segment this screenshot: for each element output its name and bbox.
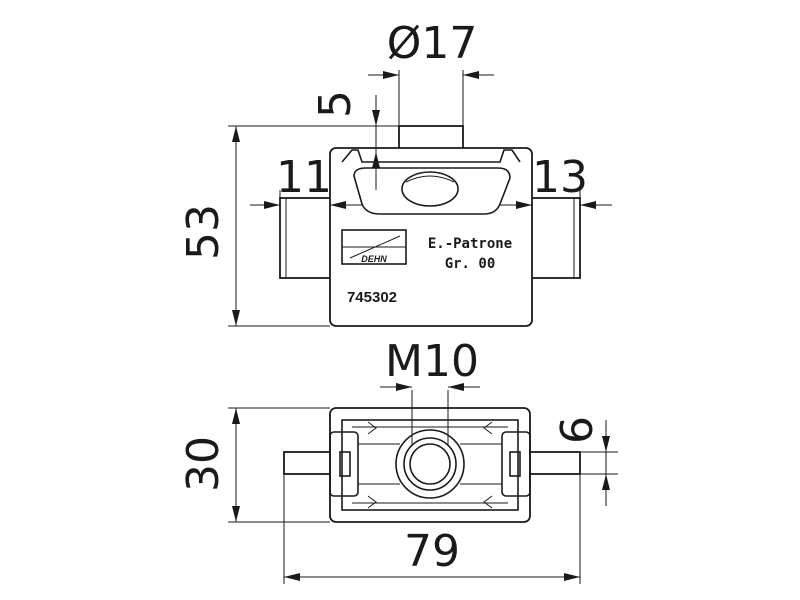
bottom-inner [341, 419, 519, 511]
dim-bottom-height: 30 [178, 407, 330, 523]
dim-total-length-text: 79 [404, 526, 460, 577]
right-end-cap [501, 431, 531, 497]
bottom-body [329, 407, 531, 523]
dim-total-height: 53 [178, 125, 399, 327]
dim-top-height-text: 5 [310, 90, 361, 118]
indicator-window [401, 171, 459, 207]
dim-diameter: Ø17 [368, 18, 494, 126]
fuse-label-line2: Gr. 00 [445, 256, 496, 272]
dim-right-width: 13 [500, 152, 612, 209]
fuse-label-line1: E.-Patrone [428, 236, 512, 252]
dim-total-length: 79 [283, 474, 581, 584]
brand-logo: DEHN [341, 229, 407, 265]
dim-right-width-text: 13 [532, 152, 588, 203]
logo-text: DEHN [361, 254, 387, 264]
top-groove [341, 149, 521, 163]
dim-left-width-text: 11 [276, 152, 332, 203]
left-slot [339, 451, 351, 477]
dim-bottom-height-text: 30 [178, 436, 229, 492]
dim-pin-diameter: 6 [552, 416, 618, 506]
right-pin [527, 197, 581, 279]
main-body [329, 147, 533, 327]
thread-mid [403, 437, 457, 491]
dim-thread: M10 [380, 336, 480, 446]
right-pin-bottom [527, 451, 581, 475]
left-pin-bottom [283, 451, 333, 475]
left-end-cap [329, 431, 359, 497]
front-view: DEHN E.-Patrone Gr. 00 745302 [279, 125, 581, 327]
dim-top-height: 5 [310, 90, 399, 190]
dim-left-width: 11 [250, 152, 362, 209]
thread-inner [409, 443, 451, 485]
dim-total-height-text: 53 [178, 204, 229, 260]
dim-thread-text: M10 [385, 336, 479, 387]
right-slot [509, 451, 521, 477]
article-number: 745302 [347, 289, 397, 306]
dim-diameter-text: Ø17 [387, 18, 478, 69]
window-frame [353, 167, 511, 215]
left-pin [279, 197, 333, 279]
top-view [283, 407, 581, 523]
dim-pin-diameter-text: 6 [552, 416, 603, 444]
thread-outer [395, 429, 465, 499]
